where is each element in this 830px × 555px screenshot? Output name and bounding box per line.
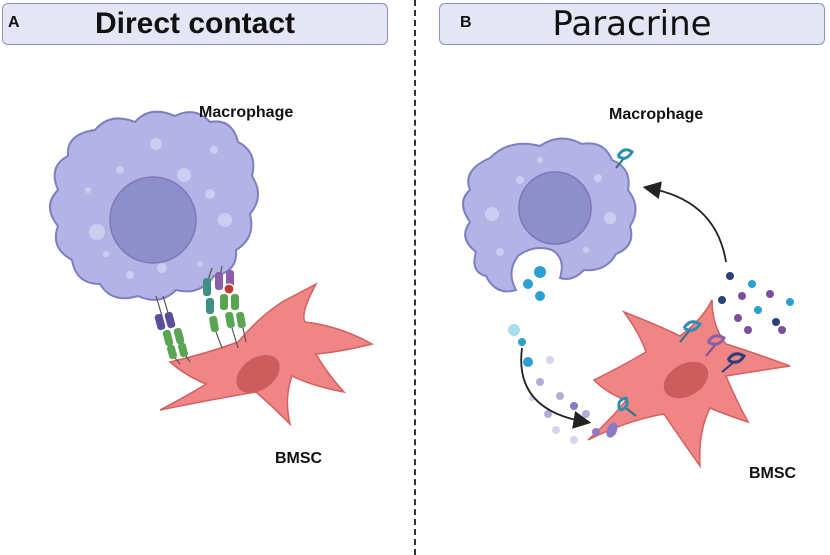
panel-a-bmsc-nucleus [236, 354, 280, 394]
panel-a-receptor-pair-2 [203, 265, 247, 349]
panel-divider [414, 0, 416, 555]
panel-a-title: Direct contact [94, 7, 296, 40]
panel-b-macrophage-secreted-factors [508, 266, 600, 444]
panel-b-macrophage [462, 137, 637, 293]
panel-a-bmsc [159, 282, 375, 427]
panel-b-arrow-to-macrophage [642, 181, 727, 263]
panel-b-bmsc [587, 299, 791, 469]
panel-b-arrow-to-bmsc [520, 347, 592, 429]
panel-b-bmsc-secreted-factors [718, 272, 794, 334]
panel-a-header [2, 3, 388, 45]
panel-b-header [439, 3, 825, 45]
panel-b-bmsc-nucleus [663, 361, 709, 399]
panel-b-macrophage-label: Macrophage [609, 106, 704, 123]
panel-a-macrophage-label: Macrophage [199, 104, 294, 121]
panel-b-letter: B [460, 14, 472, 31]
panel-a-macrophage [49, 110, 259, 301]
panel-b-title: Paracrine [552, 4, 712, 44]
panel-b-macrophage-receptor [616, 148, 634, 160]
panel-a-bmsc-label: BMSC [275, 450, 323, 467]
panel-a-letter: A [8, 14, 20, 31]
panel-a-macrophage-nucleus [109, 176, 197, 264]
panel-a-receptor-pair-1 [154, 295, 191, 365]
panel-b-macrophage-nucleus [518, 171, 592, 245]
panel-b-bmsc-label: BMSC [749, 465, 797, 482]
